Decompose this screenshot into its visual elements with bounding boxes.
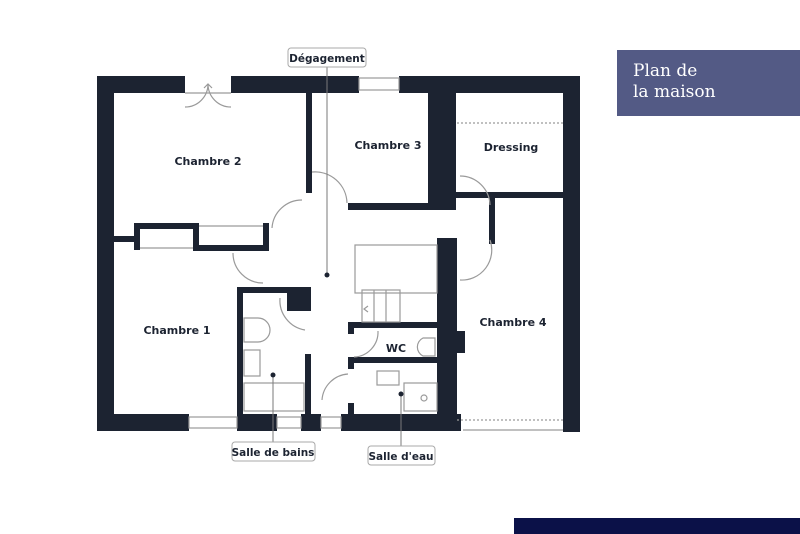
title-line-1: Plan de bbox=[633, 61, 698, 81]
room-label-dressing: Dressing bbox=[484, 141, 539, 154]
room-label-wc: WC bbox=[386, 342, 406, 355]
callout-salle-deau-label: Salle d'eau bbox=[368, 451, 433, 463]
leader-lines bbox=[270, 67, 404, 446]
title-line-2: la maison bbox=[633, 82, 716, 102]
callout-degagement-label: Dégagement bbox=[289, 53, 365, 65]
footer-bar bbox=[514, 518, 800, 534]
callout-degagement: Dégagement bbox=[287, 47, 367, 68]
callout-salle-de-bains-label: Salle de bains bbox=[232, 447, 315, 459]
callout-salle-de-bains: Salle de bains bbox=[231, 441, 316, 462]
title-box: Plan de la maison bbox=[617, 50, 800, 116]
room-label-chambre-1: Chambre 1 bbox=[143, 324, 210, 337]
callout-salle-deau: Salle d'eau bbox=[367, 445, 436, 466]
fixtures bbox=[140, 77, 563, 431]
room-label-chambre-3: Chambre 3 bbox=[354, 139, 421, 152]
room-label-chambre-4: Chambre 4 bbox=[479, 316, 546, 329]
walls bbox=[97, 76, 580, 432]
room-label-chambre-2: Chambre 2 bbox=[174, 155, 241, 168]
